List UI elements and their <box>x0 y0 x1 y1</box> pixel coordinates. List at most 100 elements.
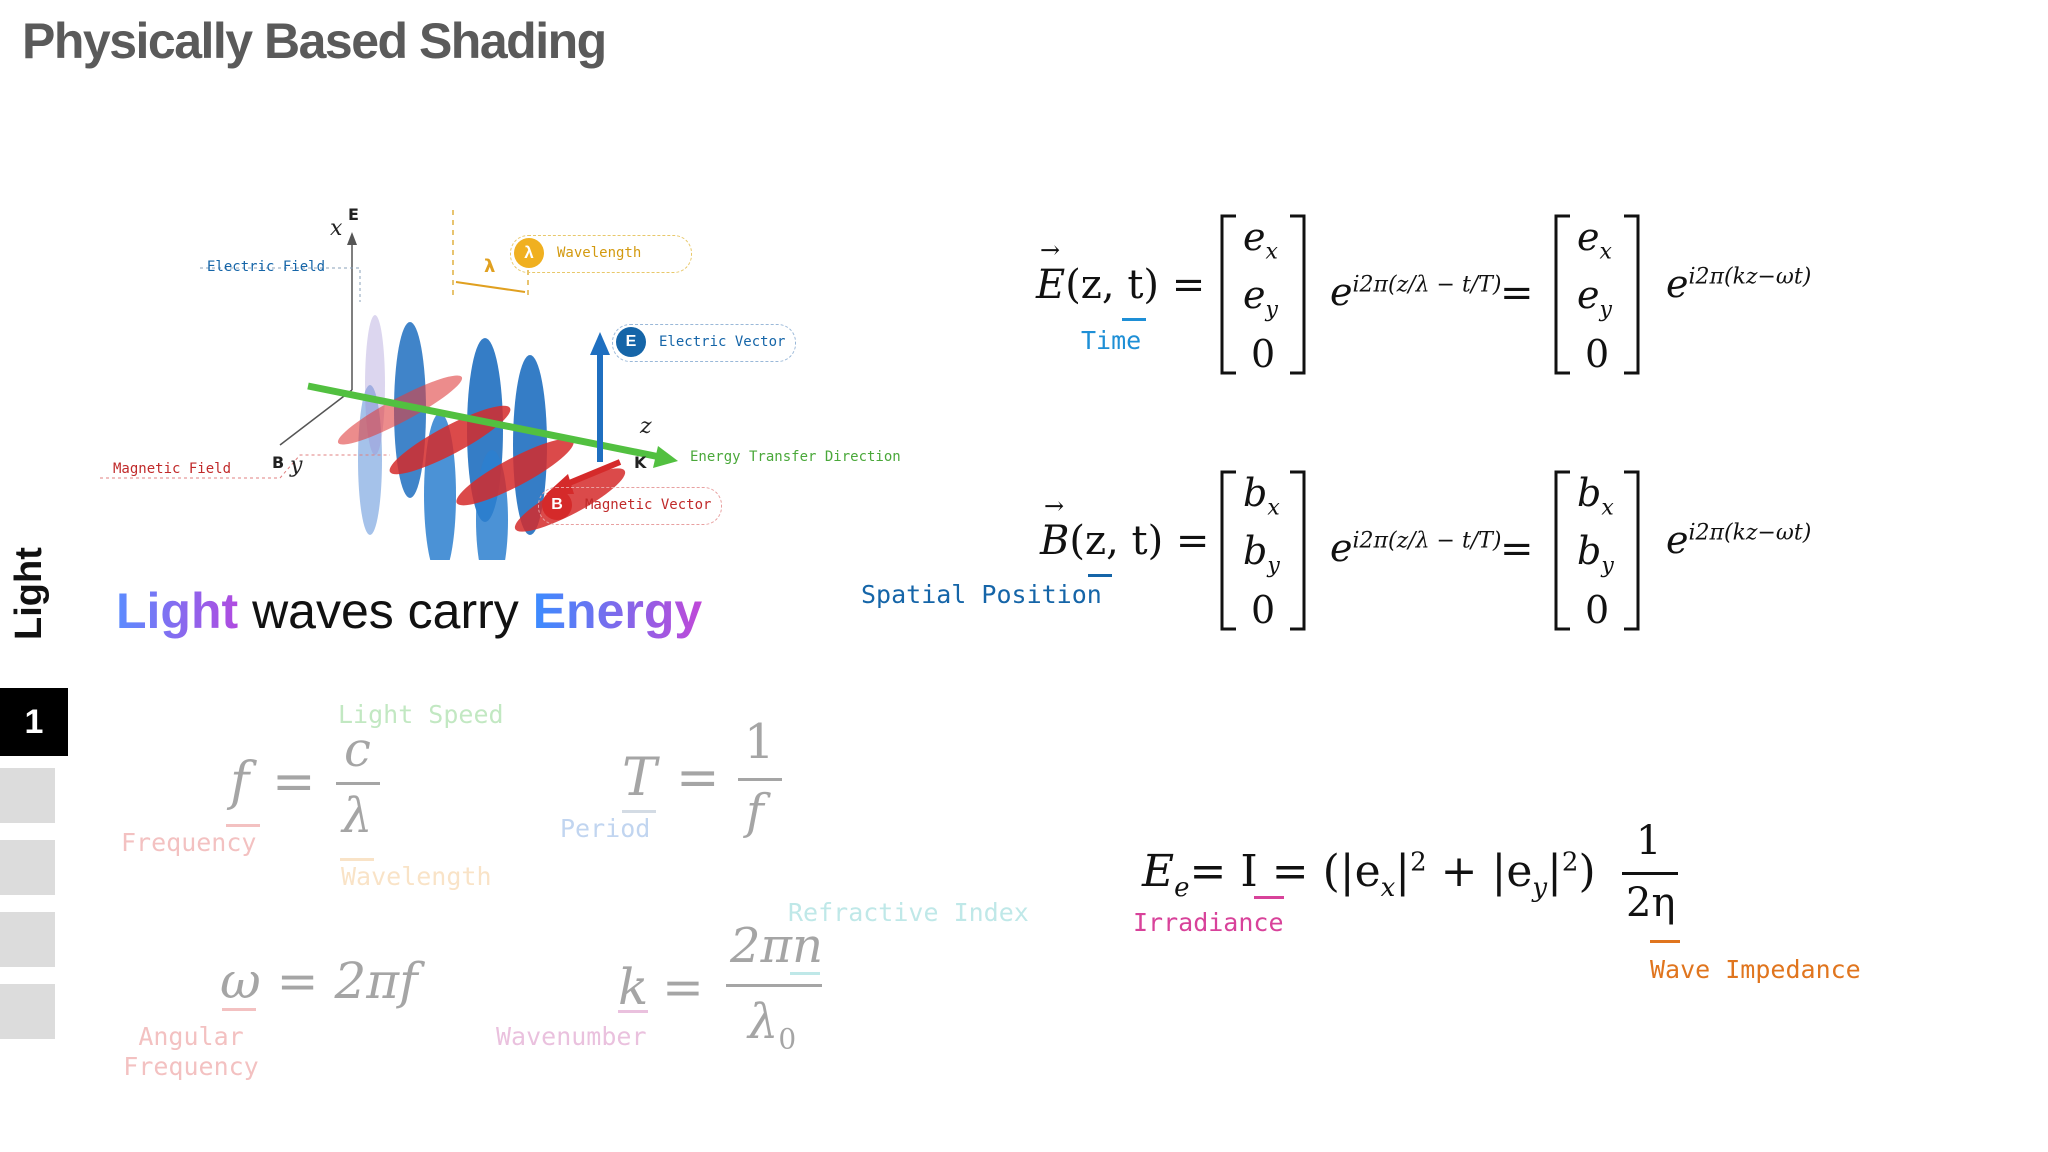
axis-y-label: y <box>289 453 303 478</box>
irradiance-numerator: 1 <box>1636 818 1662 864</box>
wavenumber-numerator: 2πn <box>730 918 823 974</box>
energy-transfer-label: Energy Transfer Direction <box>690 449 901 465</box>
vector-e-label: E <box>348 205 359 224</box>
headline-energy: Energy <box>532 583 703 639</box>
wavenumber-underline <box>618 1010 648 1013</box>
b-matrix-bracket-2 <box>1554 470 1640 631</box>
magnetic-field-label: Magnetic Field <box>113 461 232 477</box>
wavelength-eq-label: Wavelength <box>341 862 492 891</box>
headline: Light waves carry Energy <box>116 582 702 640</box>
b-exponential-2: ei2π(kz−ωt) <box>1666 518 1812 562</box>
axis-z-label: z <box>639 414 652 439</box>
freq-fraction-bar <box>336 782 380 785</box>
frequency-label: Frequency <box>121 828 257 857</box>
b-field-args: (z, t) = <box>1069 518 1210 564</box>
magnetic-vector-arrow <box>560 459 622 489</box>
freq-numerator: c <box>344 722 371 778</box>
irradiance-label: Irradiance <box>1133 908 1284 937</box>
leader-line <box>100 454 390 479</box>
wavenumber-equals: = <box>662 958 704 1016</box>
wave-impedance-label: Wave Impedance <box>1650 955 1861 984</box>
magnetic-vector-callout: B Magnetic Vector <box>538 487 722 525</box>
time-label: Time <box>1081 326 1142 355</box>
b-vector-symbol: →B <box>1040 492 1070 564</box>
angular-frequency-label: Angular Frequency <box>123 1022 259 1081</box>
b-matrix-row1: bx <box>1243 471 1280 521</box>
e-matrix2-row1: ex <box>1577 215 1612 265</box>
b-field-lhs: →B(z, t) = <box>1040 492 1210 564</box>
e-equals: = <box>1500 270 1534 316</box>
b-matrix2-row1: bx <box>1577 471 1614 521</box>
page-title: Physically Based Shading <box>22 13 607 69</box>
frequency-underline <box>226 824 260 827</box>
e-matrix-bracket-2 <box>1554 214 1640 375</box>
period-underline <box>622 810 656 813</box>
wavenumber-lhs: k <box>618 958 649 1016</box>
page-nav-active[interactable]: 1 <box>0 688 68 756</box>
vector-k-label: K <box>634 453 647 472</box>
period-lhs: T <box>622 748 657 808</box>
wavelength-callout-label: Wavelength <box>557 245 642 261</box>
em-wave-diagram: x E B y z K λ <box>100 205 678 560</box>
period-fraction-bar <box>738 778 782 781</box>
electric-badge: E <box>616 327 646 357</box>
b-matrix-row2: by <box>1243 529 1280 579</box>
freq-denominator: λ <box>342 788 373 844</box>
wavelength-callout: λ Wavelength <box>510 235 692 273</box>
wavelength-underline <box>340 858 374 861</box>
wavenumber-label: Wavenumber <box>496 1022 647 1051</box>
electric-vector-callout: E Electric Vector <box>612 324 796 362</box>
e-field-lhs: →E(z, t) = <box>1036 236 1206 308</box>
e-matrix-bracket <box>1220 214 1306 375</box>
irradiance-denominator: 2η <box>1626 880 1676 926</box>
electric-vector-arrowhead <box>590 332 610 355</box>
e-matrix-row2: ey <box>1243 273 1278 323</box>
b-matrix2-row3: 0 <box>1585 588 1610 632</box>
magnetic-wave-lobe <box>337 375 463 445</box>
leader-line <box>200 267 361 302</box>
light-speed-label: Light Speed <box>338 700 504 729</box>
e-matrix2-row2: ey <box>1577 273 1612 323</box>
page-nav-item[interactable] <box>0 984 55 1039</box>
refractive-underline <box>790 972 820 975</box>
energy-transfer-arrowhead <box>653 446 678 468</box>
period-denominator: f <box>746 784 764 840</box>
freq-equals: = <box>272 752 316 812</box>
e-vector-symbol: →E <box>1036 236 1066 308</box>
spatial-position-label: Spatial Position <box>861 580 1102 609</box>
irradiance-fraction-bar <box>1622 872 1678 875</box>
magnetic-badge: B <box>542 490 572 520</box>
headline-middle: waves carry <box>238 583 533 639</box>
e-matrix-row3: 0 <box>1251 332 1276 376</box>
axis-x-label: x <box>330 216 343 241</box>
page-nav-item[interactable] <box>0 768 55 823</box>
x-axis-arrow <box>347 232 357 245</box>
e-exponential-2: ei2π(kz−ωt) <box>1666 262 1812 306</box>
time-underline <box>1122 318 1146 321</box>
period-label: Period <box>560 814 651 843</box>
position-underline <box>1088 574 1112 577</box>
e-field-args: (z, t) = <box>1065 262 1206 308</box>
page-nav-item[interactable] <box>0 912 55 967</box>
angular-underline <box>222 1008 256 1011</box>
period-equals: = <box>676 748 720 808</box>
electric-vector-callout-label: Electric Vector <box>659 334 786 350</box>
wavelength-span <box>455 281 526 293</box>
electric-wave-lobe <box>513 355 547 535</box>
e-matrix2-row3: 0 <box>1585 332 1610 376</box>
section-label: Light <box>8 547 50 640</box>
lambda-label: λ <box>484 256 495 277</box>
headline-light: Light <box>116 583 239 639</box>
b-matrix-row3: 0 <box>1251 588 1276 632</box>
impedance-underline <box>1650 940 1680 943</box>
e-exponential-1: ei2π(z/λ − t/T) <box>1330 270 1502 314</box>
angular-equation: ω = 2πf <box>220 952 418 1010</box>
page-nav-item[interactable] <box>0 840 55 895</box>
magnetic-vector-callout-label: Magnetic Vector <box>585 497 712 513</box>
vector-b-label: B <box>272 453 284 472</box>
irradiance-equation: Ee= I = (|ex|2 + |ey|2) <box>1142 846 1596 903</box>
b-matrix-bracket <box>1220 470 1306 631</box>
electric-field-label: Electric Field <box>207 259 326 275</box>
y-axis-line <box>279 389 353 446</box>
irradiance-underline <box>1254 896 1284 899</box>
